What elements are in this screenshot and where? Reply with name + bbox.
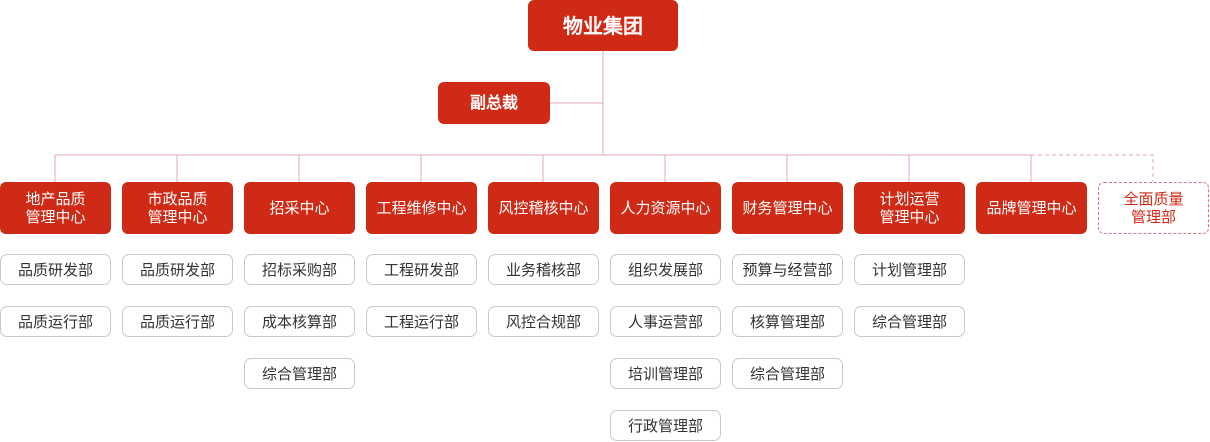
node-center-2: 招采中心 [244,182,355,234]
department-box: 预算与经营部 [732,254,843,285]
department-label: 品质研发部 [139,261,215,279]
department-box: 风控合规部 [488,306,599,337]
node-center-label: 计划运营 管理中心 [879,190,940,226]
department-label: 预算与经营部 [742,261,833,279]
node-center-label: 全面质量 管理部 [1123,190,1184,226]
department-label: 招标采购部 [261,261,337,279]
department-box: 工程运行部 [366,306,477,337]
department-label: 成本核算部 [261,313,337,331]
department-box: 人事运营部 [610,306,721,337]
department-label: 业务稽核部 [505,261,581,279]
department-box: 工程研发部 [366,254,477,285]
department-label: 品质运行部 [17,313,93,331]
department-box: 成本核算部 [244,306,355,337]
node-group-label: 物业集团 [563,13,643,38]
department-label: 综合管理部 [749,365,825,383]
node-center-label: 市政品质 管理中心 [147,190,208,226]
node-center-label: 工程维修中心 [376,199,467,217]
department-label: 工程运行部 [383,313,459,331]
node-center-8: 品牌管理中心 [976,182,1087,234]
node-center-label: 财务管理中心 [742,199,833,217]
department-box: 品质运行部 [122,306,233,337]
node-center-1: 市政品质 管理中心 [122,182,233,234]
department-label: 综合管理部 [261,365,337,383]
department-label: 组织发展部 [627,261,703,279]
department-label: 人事运营部 [627,313,703,331]
node-center-4: 风控稽核中心 [488,182,599,234]
department-label: 行政管理部 [627,417,703,435]
department-box: 培训管理部 [610,358,721,389]
department-label: 培训管理部 [627,365,703,383]
node-center-9: 全面质量 管理部 [1098,182,1209,234]
department-label: 计划管理部 [871,261,947,279]
node-center-0: 地产品质 管理中心 [0,182,111,234]
department-label: 核算管理部 [749,313,825,331]
node-center-label: 人力资源中心 [620,199,711,217]
node-center-5: 人力资源中心 [610,182,721,234]
department-box: 综合管理部 [732,358,843,389]
department-label: 工程研发部 [383,261,459,279]
node-group: 物业集团 [528,0,678,51]
node-center-label: 地产品质 管理中心 [25,190,86,226]
department-label: 品质运行部 [139,313,215,331]
department-box: 行政管理部 [610,410,721,441]
node-center-6: 财务管理中心 [732,182,843,234]
node-center-label: 品牌管理中心 [986,199,1077,217]
department-box: 品质研发部 [0,254,111,285]
department-box: 综合管理部 [244,358,355,389]
department-box: 计划管理部 [854,254,965,285]
node-center-label: 风控稽核中心 [498,199,589,217]
node-vice-president: 副总裁 [438,82,550,124]
department-box: 业务稽核部 [488,254,599,285]
department-box: 招标采购部 [244,254,355,285]
node-vice-president-label: 副总裁 [469,93,518,112]
department-box: 核算管理部 [732,306,843,337]
department-box: 综合管理部 [854,306,965,337]
node-center-7: 计划运营 管理中心 [854,182,965,234]
department-box: 品质运行部 [0,306,111,337]
node-center-3: 工程维修中心 [366,182,477,234]
department-box: 组织发展部 [610,254,721,285]
department-label: 品质研发部 [17,261,93,279]
department-box: 品质研发部 [122,254,233,285]
department-label: 风控合规部 [505,313,581,331]
department-label: 综合管理部 [871,313,947,331]
node-center-label: 招采中心 [269,199,330,217]
